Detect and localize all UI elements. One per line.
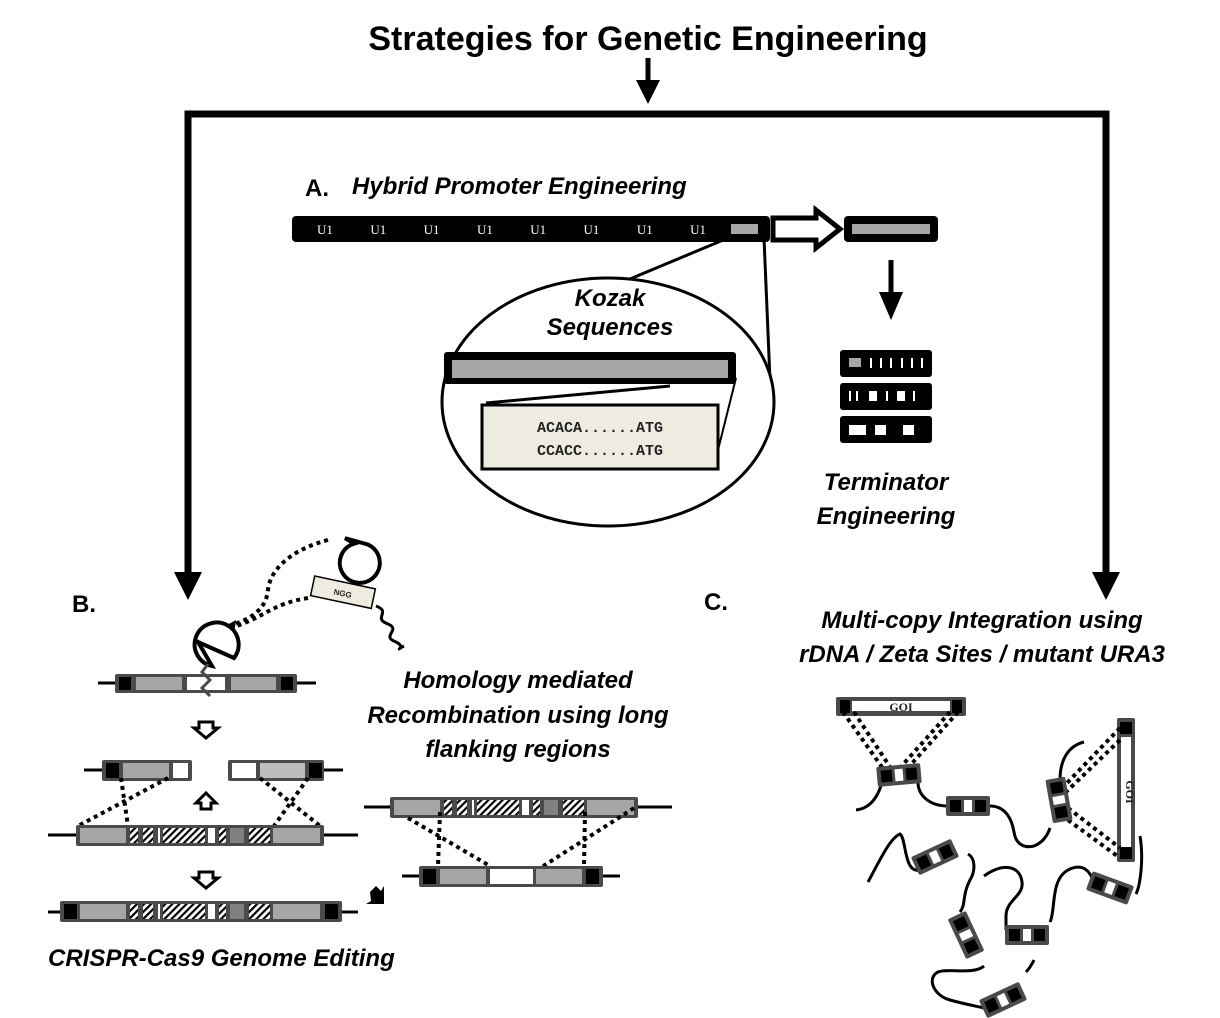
panel-a-heading: Hybrid Promoter Engineering	[352, 173, 687, 200]
u1-repeats: U1 U1 U1 U1 U1 U1 U1 U1	[317, 222, 706, 237]
kozak-sequence-2: CCACC......ATG	[537, 443, 663, 460]
panel-c-letter: C.	[704, 589, 728, 616]
goi-cassette-vertical: GOI	[1117, 718, 1137, 862]
diagonal-arrow-icon	[366, 886, 384, 904]
hr-heading-line3: flanking regions	[425, 736, 610, 763]
u1-repeat-label: U1	[424, 222, 440, 237]
cas9-bound-icon	[192, 620, 241, 669]
up-arrow-icon	[192, 790, 220, 811]
terminator-heading-line1: Terminator	[824, 469, 950, 496]
kozak-heading-line2: Sequences	[547, 314, 674, 341]
grna-path	[229, 596, 309, 630]
cas9-free-icon	[337, 536, 382, 585]
terminator-segment	[852, 224, 930, 234]
figure-title: Strategies for Genetic Engineering	[368, 20, 927, 58]
promoter-construct: U1 U1 U1 U1 U1 U1 U1 U1	[292, 204, 938, 254]
crossover-lines-hr	[406, 806, 636, 874]
goi-label-1: GOI	[889, 700, 913, 714]
u1-repeat-label: U1	[317, 222, 333, 237]
panel-c-heading-line1: Multi-copy Integration using	[821, 607, 1143, 634]
guide-rna-tail	[375, 604, 405, 651]
integration-site	[946, 796, 990, 816]
crossover-lines-c2	[1064, 726, 1122, 860]
integration-site	[911, 839, 959, 875]
pam-box: NGG	[309, 575, 377, 610]
pam-label: NGG	[333, 587, 353, 600]
hr-heading-line1: Homology mediated	[403, 667, 634, 694]
u1-repeat-label: U1	[477, 222, 493, 237]
edited-locus	[48, 901, 358, 922]
panel-c-heading-line2: rDNA / Zeta Sites / mutant URA3	[799, 641, 1165, 668]
kozak-sequence-1: ACACA......ATG	[537, 420, 663, 437]
panel-b-caption: CRISPR-Cas9 Genome Editing	[48, 945, 395, 972]
main-arrow-icon	[636, 58, 660, 104]
terminator-heading-line2: Engineering	[817, 503, 956, 530]
zoom-line-right	[762, 237, 772, 381]
kozak-sequence-box	[480, 403, 720, 471]
kozak-magnifier: Kozak Sequences ACACA......ATG CCACC....…	[440, 276, 776, 528]
kozak-heading-line1: Kozak	[575, 285, 647, 312]
u1-repeat-label: U1	[637, 222, 653, 237]
down-arrow-icon	[189, 720, 223, 740]
goi-label-2: GOI	[1123, 780, 1137, 804]
branch-connector	[174, 110, 1120, 600]
integration-site	[1045, 776, 1073, 824]
terminator-arrow-icon	[879, 260, 903, 320]
zoom-line-left	[617, 236, 729, 286]
process-arrows	[189, 720, 384, 904]
promoter-bar	[292, 216, 770, 242]
crossover-lines-b	[77, 776, 322, 828]
genomic-locus	[48, 825, 358, 846]
cas9-path	[227, 538, 329, 628]
integration-site	[1086, 871, 1134, 905]
hr-heading-line2: Recombination using long	[367, 702, 669, 729]
chromosome-strands	[855, 740, 1144, 1010]
panel-b-letter: B.	[72, 591, 96, 618]
hr-top-locus	[364, 797, 672, 818]
u1-repeat-label: U1	[530, 222, 546, 237]
donor-left-arm	[84, 760, 192, 781]
gene-arrow-icon	[770, 204, 845, 254]
u1-repeat-label: U1	[690, 222, 706, 237]
u1-repeat-label: U1	[584, 222, 600, 237]
integration-site	[979, 982, 1027, 1018]
kozak-zoom-bar	[452, 360, 728, 378]
integration-site	[876, 763, 922, 787]
down-arrow-icon-2	[189, 870, 223, 890]
kozak-segment	[731, 224, 758, 234]
hr-donor	[402, 866, 620, 887]
panel-a-letter: A.	[305, 175, 329, 202]
crossover-lines-c1	[841, 710, 960, 772]
donor-right-arm	[228, 760, 343, 781]
terminator-variants	[840, 350, 932, 443]
integration-site	[1005, 925, 1049, 945]
goi-cassette-horizontal: GOI	[836, 697, 966, 716]
u1-repeat-label: U1	[370, 222, 386, 237]
integration-site	[948, 911, 984, 959]
integration-sites	[876, 763, 1134, 1018]
dsb-break-icon	[199, 663, 213, 698]
target-locus	[98, 663, 316, 698]
